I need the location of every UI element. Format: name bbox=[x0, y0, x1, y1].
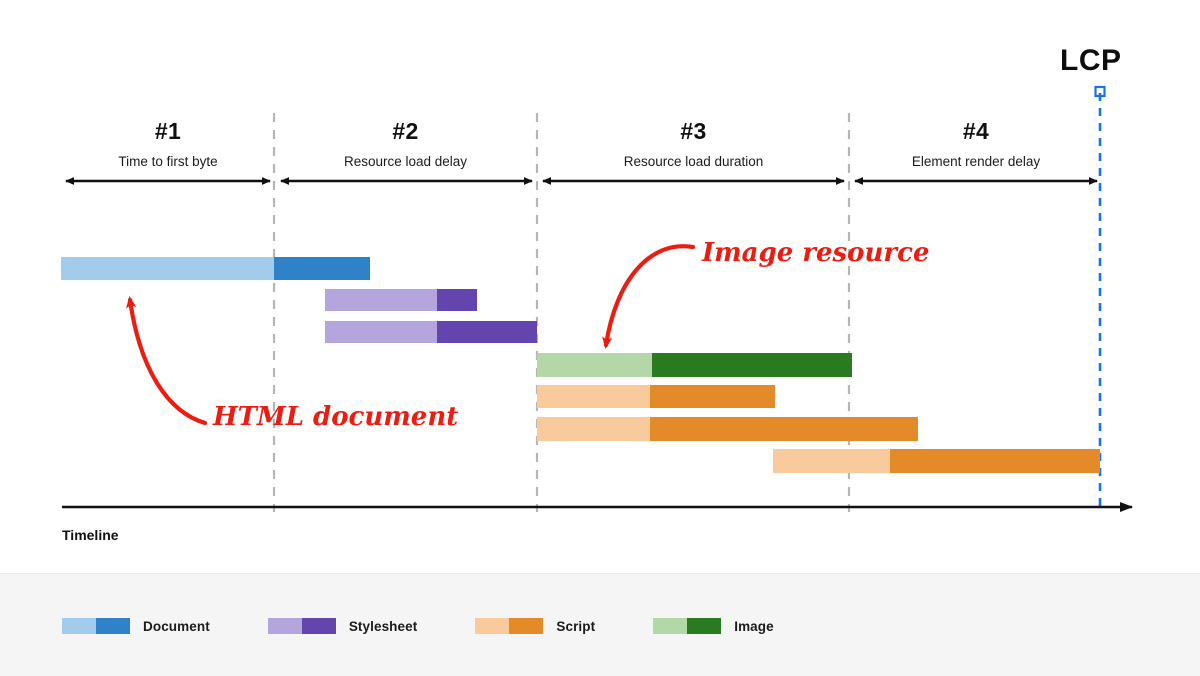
resource-bar-image bbox=[537, 353, 852, 377]
bar-segment-duration bbox=[890, 449, 1100, 473]
swatch-light bbox=[62, 618, 96, 634]
swatch-dark bbox=[301, 618, 336, 634]
lcp-marker-line bbox=[1094, 85, 1106, 512]
swatch-light bbox=[653, 618, 688, 634]
bar-segment-duration bbox=[650, 417, 918, 441]
bar-segment-duration bbox=[437, 321, 537, 343]
phase-name-4: Element render delay bbox=[911, 154, 1041, 169]
bar-segment-delay bbox=[537, 385, 650, 408]
phase-header-2: #2 Resource load delay bbox=[280, 120, 531, 169]
legend-swatch-document bbox=[62, 618, 130, 634]
resource-bar-script-2 bbox=[537, 417, 918, 441]
phase-header-4: #4 Element render delay bbox=[855, 120, 1097, 169]
legend-label-stylesheet: Stylesheet bbox=[348, 618, 418, 634]
bar-segment-delay bbox=[773, 449, 890, 473]
annotation-image-resource: Image resource bbox=[702, 238, 930, 268]
resource-bar-stylesheet-1 bbox=[325, 289, 477, 311]
swatch-light bbox=[267, 618, 302, 634]
phase-number-2: #2 bbox=[392, 118, 419, 144]
swatch-dark bbox=[687, 618, 722, 634]
legend-swatch-stylesheet bbox=[267, 618, 336, 634]
legend-item-stylesheet: Stylesheet bbox=[267, 618, 418, 634]
bar-segment-duration bbox=[274, 257, 370, 280]
legend-item-document: Document bbox=[62, 618, 210, 634]
resource-bar-script-3 bbox=[773, 449, 1100, 473]
legend-label-document: Document bbox=[143, 618, 210, 634]
legend-swatch-image bbox=[653, 618, 722, 634]
swatch-dark bbox=[96, 618, 130, 634]
phase-header-3: #3 Resource load duration bbox=[543, 120, 844, 169]
phase-number-4: #4 bbox=[962, 118, 990, 144]
legend-label-script: Script bbox=[556, 618, 596, 634]
lcp-label: LCP bbox=[1060, 44, 1122, 77]
annotation-html-document: HTML document bbox=[213, 402, 459, 432]
resource-bar-script-1 bbox=[537, 385, 775, 408]
phase-name-1: Time to first byte bbox=[118, 154, 218, 169]
legend-item-script: Script bbox=[475, 618, 595, 634]
phase-number-3: #3 bbox=[680, 118, 707, 144]
swatch-dark bbox=[509, 618, 544, 634]
bar-segment-delay bbox=[325, 289, 437, 311]
timeline-caption: Timeline bbox=[62, 527, 119, 543]
bar-segment-duration bbox=[652, 353, 852, 377]
bar-segment-duration bbox=[437, 289, 477, 311]
bar-segment-delay bbox=[61, 257, 274, 280]
legend-item-image: Image bbox=[653, 618, 774, 634]
legend-band: Document Stylesheet Script bbox=[0, 573, 1200, 676]
bar-segment-delay bbox=[325, 321, 437, 343]
swatch-light bbox=[475, 618, 510, 634]
phase-header-1: #1 Time to first byte bbox=[68, 120, 268, 169]
phase-name-3: Resource load duration bbox=[623, 154, 764, 169]
legend-swatch-script bbox=[475, 618, 544, 634]
image-resource-arrow bbox=[602, 244, 696, 349]
phase-name-2: Resource load delay bbox=[343, 154, 468, 169]
bar-segment-delay bbox=[537, 417, 650, 441]
lcp-square-icon bbox=[1094, 85, 1106, 98]
bar-segment-delay bbox=[537, 353, 652, 377]
legend-row: Document Stylesheet Script bbox=[62, 618, 832, 634]
phase-divider-lines bbox=[272, 113, 851, 512]
html-document-arrow bbox=[125, 296, 208, 426]
resource-bar-document bbox=[61, 257, 370, 280]
resource-bar-stylesheet-2 bbox=[325, 321, 537, 343]
phase-number-1: #1 bbox=[154, 118, 182, 144]
bar-segment-duration bbox=[650, 385, 775, 408]
legend-label-image: Image bbox=[734, 618, 774, 634]
